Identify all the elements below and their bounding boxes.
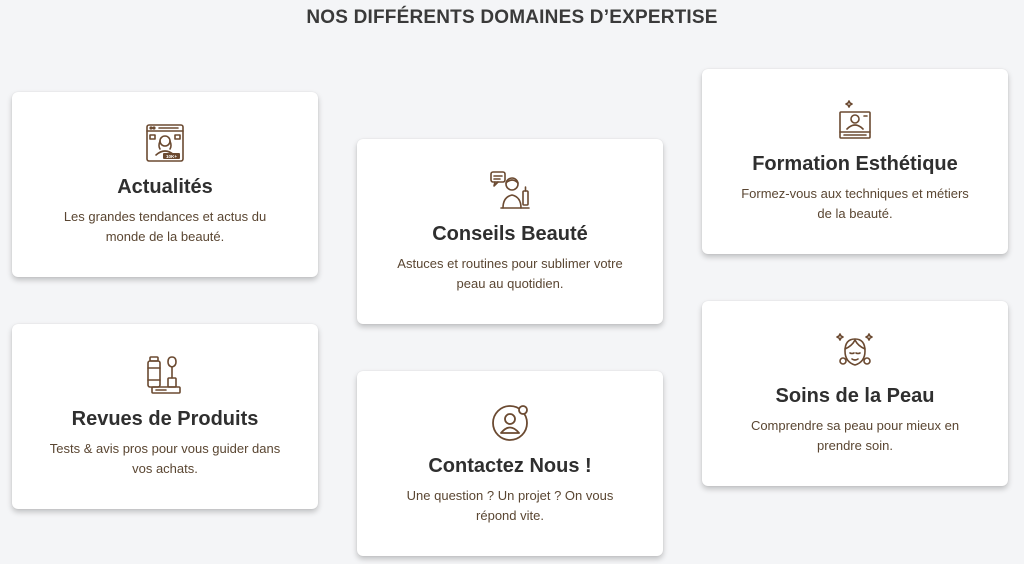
card-title: Conseils Beauté: [432, 223, 588, 245]
card-description: Comprendre sa peau pour mieux en prendre…: [750, 418, 960, 453]
card-formation-esthetique[interactable]: Formation Esthétique Formez-vous aux tec…: [702, 69, 1008, 254]
card-title: Contactez Nous !: [428, 455, 592, 477]
product-review-icon: [144, 354, 186, 396]
esthetics-training-icon: [834, 99, 876, 141]
skincare-face-icon: [834, 331, 876, 373]
card-title: Actualités: [117, 176, 213, 198]
contact-user-icon: [489, 401, 531, 443]
beauty-advice-icon: [489, 169, 531, 211]
badge-text: 10K+: [166, 154, 177, 159]
card-conseils-beaute[interactable]: Conseils Beauté Astuces et routines pour…: [357, 139, 663, 324]
page-title: NOS DIFFÉRENTS DOMAINES D’EXPERTISE: [306, 7, 718, 28]
card-actualites[interactable]: 10K+ Actualités Les grandes tendances et…: [12, 92, 318, 277]
card-description: Les grandes tendances et actus du monde …: [63, 209, 267, 244]
card-revues-produits[interactable]: Revues de Produits Tests & avis pros pou…: [12, 324, 318, 509]
news-influencer-icon: 10K+: [144, 122, 186, 164]
card-title: Revues de Produits: [71, 408, 259, 430]
card-contact[interactable]: Contactez Nous ! Une question ? Un proje…: [357, 371, 663, 556]
card-description: Tests & avis pros pour vous guider dans …: [49, 441, 281, 476]
card-description: Astuces et routines pour sublimer votre …: [397, 256, 623, 291]
card-title: Soins de la Peau: [775, 385, 935, 407]
card-description: Formez-vous aux techniques et métiers de…: [741, 186, 969, 221]
card-description: Une question ? Un projet ? On vous répon…: [406, 488, 614, 523]
card-title: Formation Esthétique: [752, 153, 958, 175]
card-soins-peau[interactable]: Soins de la Peau Comprendre sa peau pour…: [702, 301, 1008, 486]
